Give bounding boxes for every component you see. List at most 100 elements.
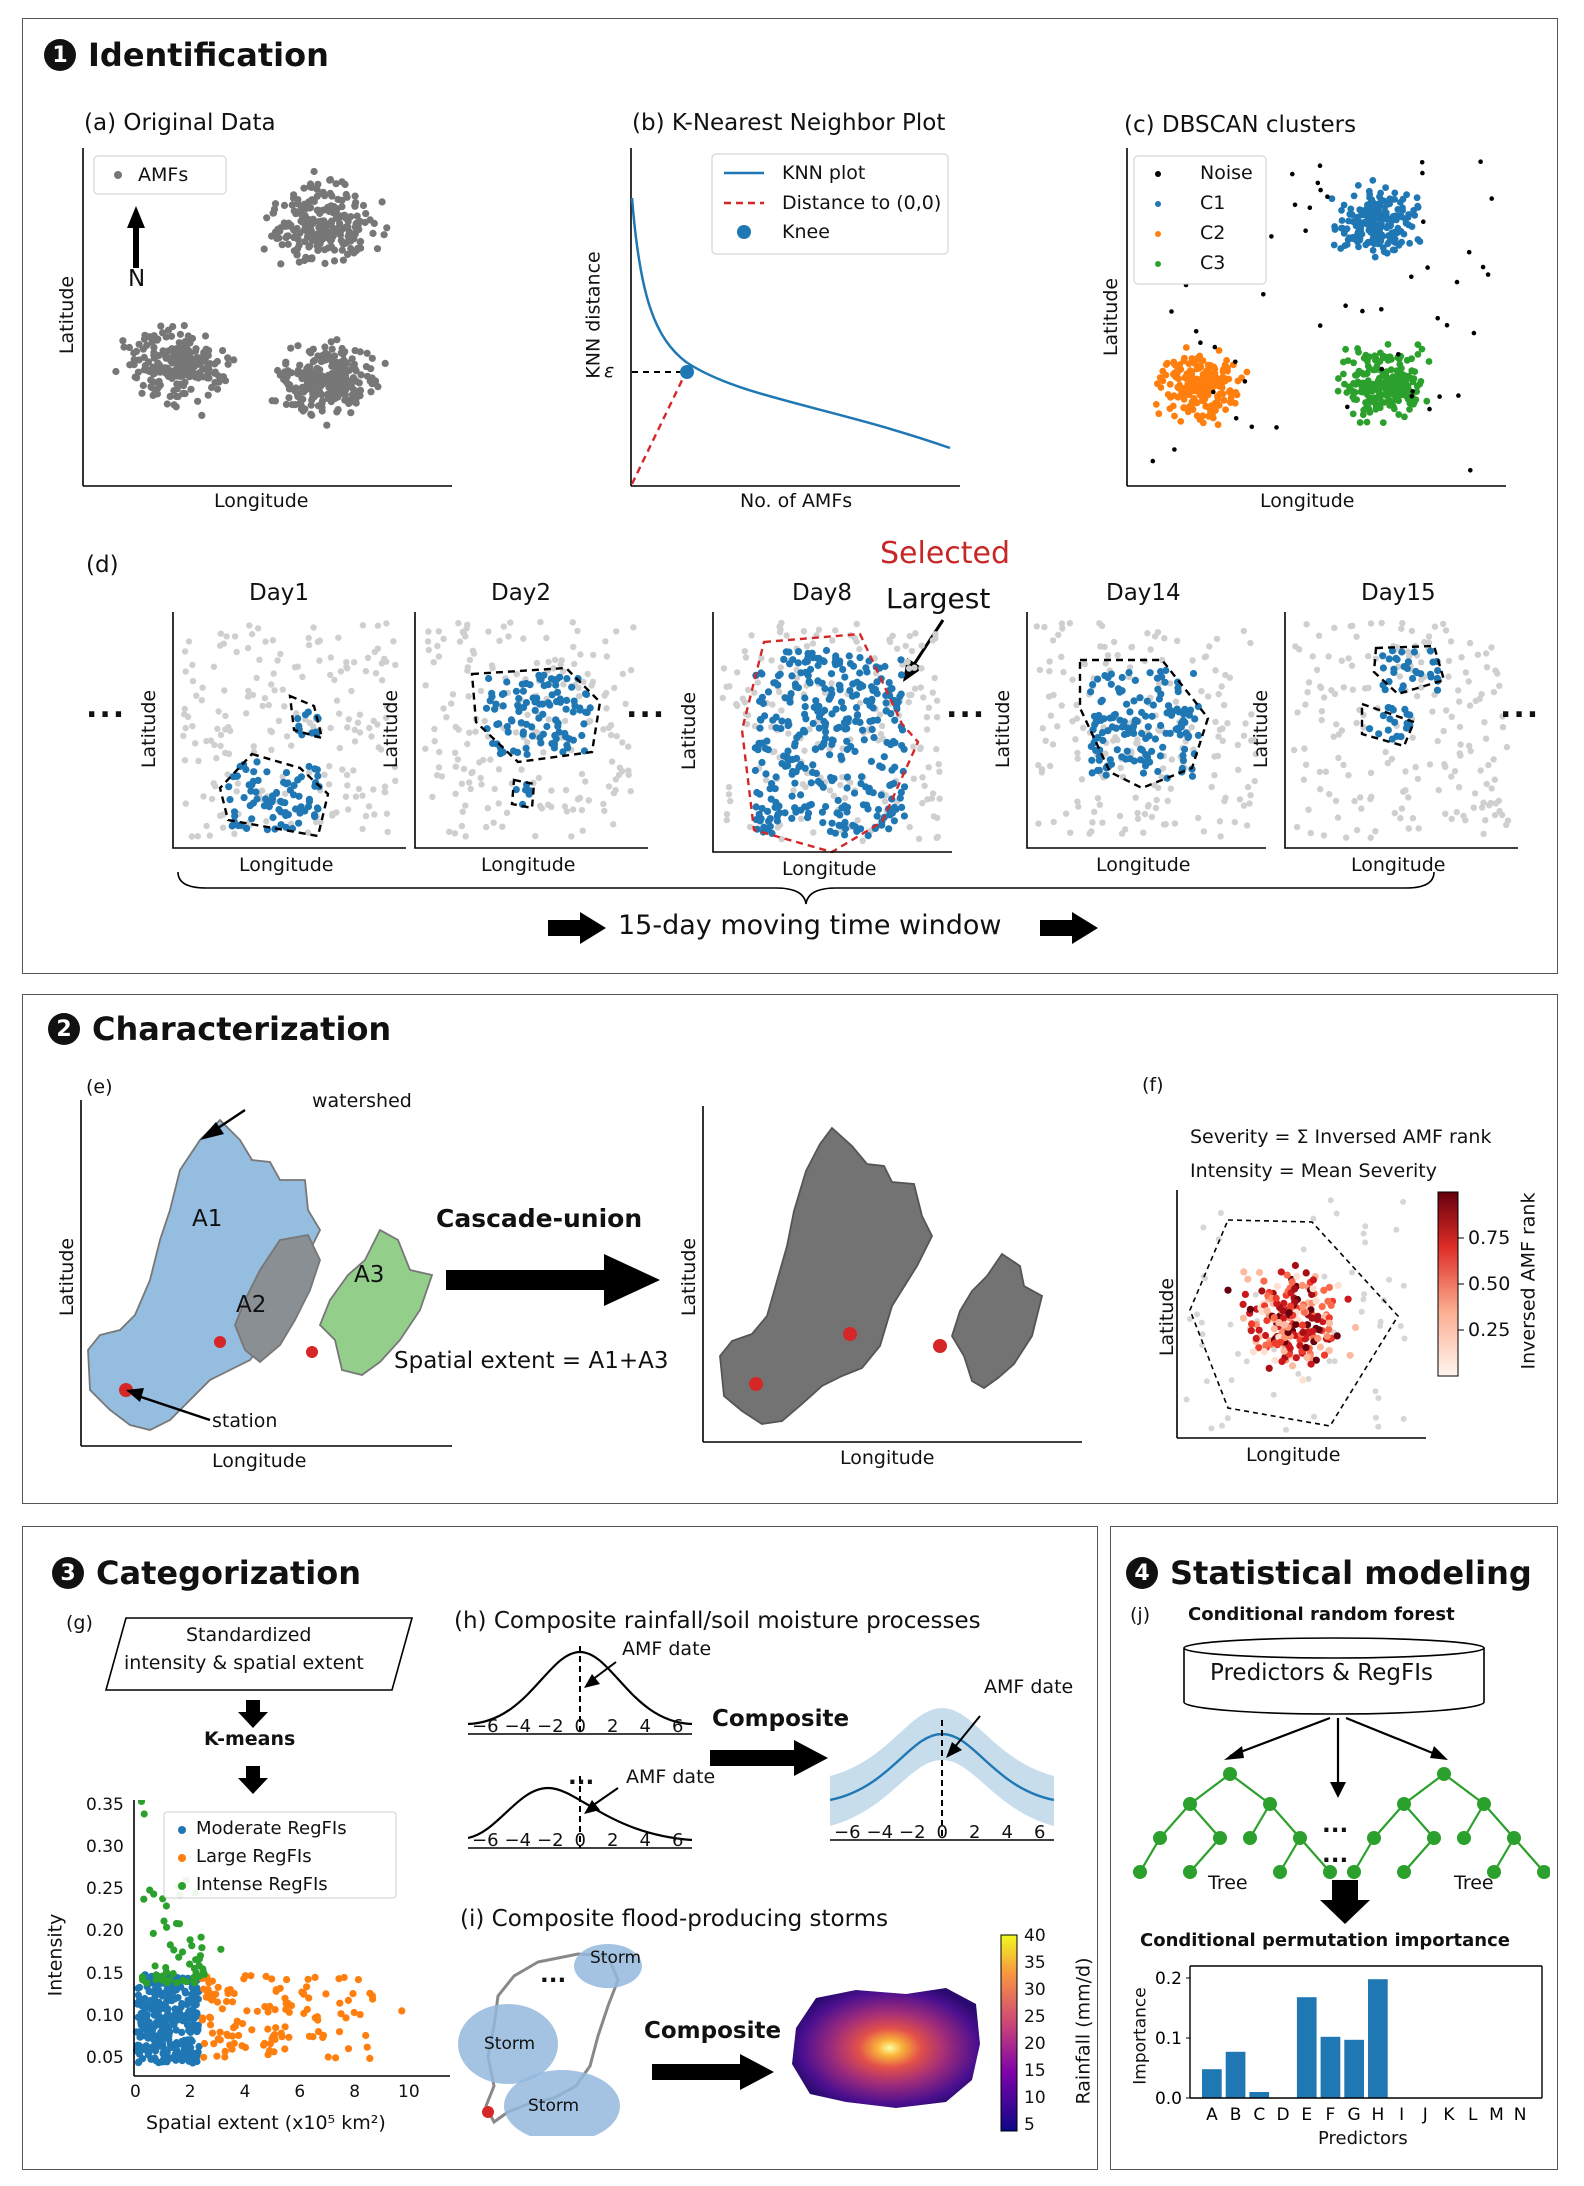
h-tick: 6 (672, 1716, 684, 1737)
window-brace (177, 871, 1435, 905)
day-xlabel-5: Longitude (1351, 854, 1446, 876)
section-4-title: 4 Statistical modeling (1126, 1554, 1532, 1592)
day-panel-4 (1026, 612, 1266, 849)
panel-g-xlabel: Spatial extent (x10⁵ km²) (146, 2112, 386, 2134)
crf-title: Conditional random forest (1188, 1604, 1455, 1625)
panel-e-ylabel: Latitude (56, 1237, 79, 1317)
day-ylabel-2: Latitude (380, 689, 403, 769)
day-panel-1 (172, 612, 406, 849)
trees-ellipsis-1: ... (1322, 1812, 1349, 1838)
h-tick: 4 (639, 1830, 651, 1851)
panel-f-plot (1176, 1190, 1426, 1439)
cascade-union-label: Cascade-union (436, 1204, 643, 1233)
cascade-arrow (446, 1254, 660, 1306)
section-4-label: Statistical modeling (1170, 1554, 1532, 1592)
h-tick: 6 (672, 1830, 684, 1851)
panel-b-xlabel: No. of AMFs (740, 490, 853, 512)
panel-f-label: (f) (1142, 1074, 1164, 1096)
panel-h-curve-1 (468, 1646, 692, 1735)
h-tick: 2 (607, 1830, 619, 1851)
panel-c-xlabel: Longitude (1260, 490, 1355, 512)
bar-C (1249, 2092, 1270, 2098)
h-tick: 0 (574, 1830, 586, 1851)
g-xtick: 2 (184, 2082, 196, 2102)
day-panel-3 (712, 612, 952, 854)
panel-c-ylabel: Latitude (1100, 277, 1123, 357)
panel-e-watershed-map (80, 1100, 452, 1447)
bar-ytick: 0.0 (1155, 2089, 1182, 2109)
station-label: station (212, 1410, 278, 1432)
panel-g-plot (132, 1800, 450, 2077)
area-a3: A3 (354, 1262, 385, 1288)
i-cb-tick: 25 (1024, 2007, 1046, 2027)
panel-c-legend-c2: C2 (1200, 222, 1226, 244)
tree-right-icon (1347, 1767, 1550, 1879)
bar-ytick: 0.1 (1155, 2029, 1182, 2049)
h-tick: 0 (574, 1716, 586, 1737)
day-xlabel-1: Longitude (239, 854, 334, 876)
g-ytick: 0.30 (86, 1836, 124, 1857)
panel-i-title: (i) Composite flood-producing storms (460, 1906, 889, 1932)
window-arrow-right (1040, 912, 1098, 944)
storm-label-3: Storm (528, 2096, 580, 2116)
g-xtick: 6 (294, 2082, 306, 2102)
panel-e-label: (e) (86, 1076, 113, 1098)
composite-label-h: Composite (712, 1706, 850, 1732)
composite-arrow-h (710, 1740, 828, 1776)
bar-ytick: 0.2 (1155, 1969, 1182, 1989)
panel-i-rainfall-map (792, 1988, 980, 2108)
panel-c-scatter (1137, 159, 1494, 473)
bar-xlabel: Predictors (1318, 2128, 1408, 2149)
panel-a-ylabel: Latitude (56, 275, 79, 355)
ellipsis-1: ... (626, 690, 667, 725)
bar-xtick-J: J (1422, 2105, 1428, 2125)
h-tick: −2 (537, 1830, 564, 1851)
panel-b-title: (b) K-Nearest Neighbor Plot (632, 110, 946, 136)
day-ylabel-1: Latitude (138, 689, 161, 769)
selected-label: Selected (880, 536, 1011, 571)
panel-j-label: (j) (1130, 1604, 1151, 1626)
panel-h-composite (830, 1708, 1054, 1841)
h-tick: −4 (866, 1822, 894, 1843)
panel-i-ellipsis: ... (540, 1962, 567, 1988)
g-xtick: 10 (398, 2082, 420, 2102)
panel-h-ellipsis: ... (568, 1764, 595, 1790)
legend-intense: Intense RegFIs (196, 1874, 328, 1895)
largest-label: Largest (886, 582, 991, 615)
day-title-5: Day15 (1361, 580, 1436, 606)
panel-f-scatter (1183, 1197, 1408, 1433)
h-tick: 4 (1001, 1822, 1013, 1843)
day-title-4: Day14 (1106, 580, 1181, 606)
tree-label-right: Tree (1454, 1872, 1494, 1894)
i-cb-tick: 40 (1024, 1926, 1046, 1946)
bar-xtick-F: F (1326, 2105, 1336, 2125)
i-cb-tick: 30 (1024, 1980, 1046, 2000)
h-tick: 4 (639, 1716, 651, 1737)
tree-label-left: Tree (1208, 1872, 1248, 1894)
amf-date-1: AMF date (622, 1638, 712, 1660)
panel-b-ylabel: KNN distance (582, 251, 605, 379)
panel-c-title: (c) DBSCAN clusters (1124, 112, 1357, 138)
panel-g-label: (g) (66, 1612, 93, 1634)
bar-xtick-A: A (1206, 2105, 1218, 2125)
panel-e-union-map (702, 1106, 1082, 1443)
day-title-2: Day2 (491, 580, 552, 606)
h-tick: 2 (607, 1716, 619, 1737)
g-ytick: 0.15 (86, 1963, 124, 1984)
colorbar-tick-075: 0.75 (1468, 1227, 1511, 1249)
h-tick: −6 (834, 1822, 861, 1843)
panel-i-colorbar (1000, 1934, 1018, 2132)
panel-a-title: (a) Original Data (84, 110, 276, 136)
trees-ellipsis-2: ... (1322, 1842, 1349, 1868)
kmeans-label: K-means (204, 1728, 296, 1750)
bar-xtick-G: G (1348, 2105, 1361, 2125)
g-ytick: 0.25 (86, 1879, 124, 1900)
section-3-title: 3 Categorization (52, 1554, 361, 1592)
i-cb-tick: 10 (1024, 2088, 1046, 2108)
bar-F (1320, 2036, 1341, 2098)
h-tick: 0 (936, 1822, 948, 1843)
panel-e-xlabel: Longitude (212, 1450, 307, 1472)
amf-date-3: AMF date (984, 1676, 1074, 1698)
ellipsis-right: ... (1500, 690, 1541, 725)
